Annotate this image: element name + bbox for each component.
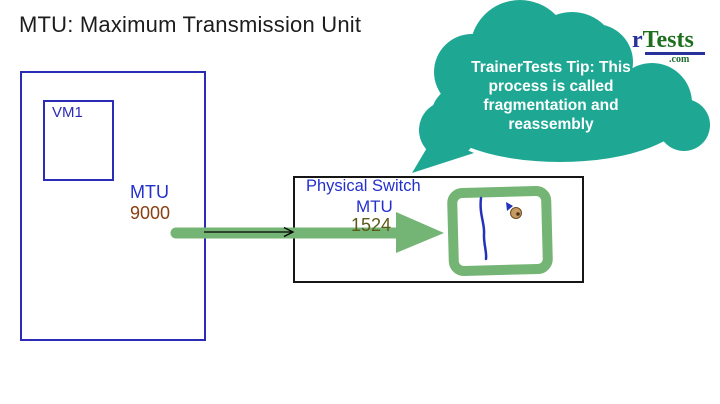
tip-line-2: process is called (488, 78, 614, 95)
logo-tld: .com (669, 54, 690, 65)
host-box (20, 71, 206, 341)
logo-name: Tests (642, 27, 694, 53)
physical-switch-label: Physical Switch (306, 177, 421, 195)
host-mtu-value: 9000 (130, 203, 171, 223)
tip-line-4: reassembly (508, 116, 594, 133)
switch-mtu-label: MTU (356, 197, 393, 216)
cloud-tail (412, 136, 474, 173)
page-title: MTU: Maximum Transmission Unit (19, 12, 362, 37)
vm1-box: VM1 (43, 100, 114, 181)
tip-line-1: TrainerTests Tip: This (471, 59, 631, 76)
trainertests-logo: rTests (632, 27, 694, 54)
host-mtu-label: MTU (130, 182, 169, 202)
vm1-label: VM1 (52, 104, 83, 121)
flow-arrow (204, 226, 295, 238)
logo-underline (645, 52, 705, 55)
switch-mtu-value: 1524 (351, 215, 392, 235)
tip-line-3: fragmentation and (483, 97, 619, 114)
tip-text: TrainerTests Tip: This process is called… (437, 58, 665, 134)
logo-partial-prefix: r (632, 27, 643, 53)
